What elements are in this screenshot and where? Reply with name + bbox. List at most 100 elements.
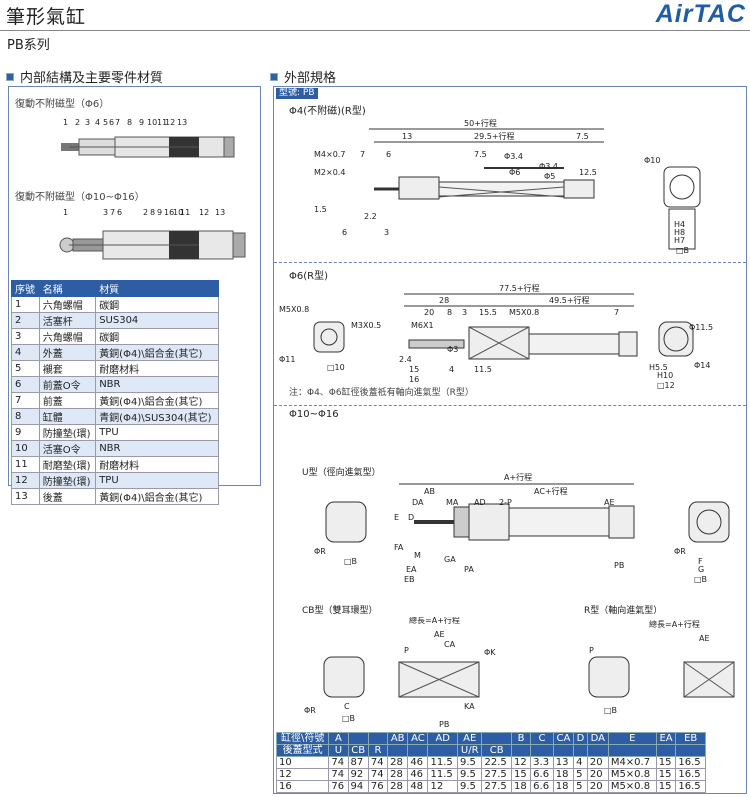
spec-cell: 3.3 bbox=[530, 756, 554, 769]
spec-header-cell: 後蓋型式 bbox=[275, 744, 330, 757]
dimension-label: ΦR bbox=[674, 547, 686, 556]
dimension-label: 12.5 bbox=[579, 168, 597, 177]
spec-cell: 10 bbox=[275, 756, 330, 769]
dimension-label: 9 bbox=[157, 208, 162, 217]
spec-header-cell: CB bbox=[347, 744, 369, 757]
spec-cell: 27.5 bbox=[481, 768, 512, 781]
dimension-label: A+行程 bbox=[504, 472, 532, 482]
spec-header-cell bbox=[510, 744, 532, 757]
parts-cell: SUS304 bbox=[95, 312, 219, 329]
page-title: 筆形氣缸 bbox=[6, 6, 87, 28]
dimension-label: 7 bbox=[110, 208, 115, 217]
spec-header-cell: AC bbox=[407, 732, 429, 745]
spec-cell: 9.5 bbox=[456, 780, 483, 793]
dimension-label: F bbox=[698, 557, 703, 566]
dimension-label: M2×0.4 bbox=[314, 168, 345, 177]
section-bullet-icon bbox=[6, 72, 14, 81]
dimension-label: 12 bbox=[199, 208, 209, 217]
parts-cell: 活塞O令 bbox=[38, 440, 97, 457]
r-type-label: R型（軸向進氣型） bbox=[584, 606, 663, 616]
parts-cell: 耐磨材料 bbox=[95, 360, 219, 377]
spec-header-cell: B bbox=[510, 732, 532, 745]
spec-cell: 74 bbox=[367, 756, 389, 769]
spec-cell: 92 bbox=[347, 768, 369, 781]
parts-cell: 碳鋼 bbox=[95, 328, 219, 345]
spec-cell: 46 bbox=[407, 756, 429, 769]
dimension-label: EA bbox=[406, 565, 417, 574]
parts-header-cell: 材質 bbox=[95, 280, 219, 297]
dimension-label: AE bbox=[604, 498, 615, 507]
dimension-label: M bbox=[414, 551, 421, 560]
dimension-label: Φ5 bbox=[544, 172, 555, 181]
dimension-label: Φ3 bbox=[447, 345, 458, 354]
parts-cell: 六角螺帽 bbox=[38, 328, 97, 345]
spec-header-cell: EB bbox=[675, 732, 706, 745]
dimension-label: AE bbox=[699, 634, 710, 643]
spec-cell: 22.5 bbox=[481, 756, 512, 769]
dimension-label: 13 bbox=[177, 118, 187, 127]
dimension-label: H5.5 bbox=[649, 363, 668, 372]
dimension-label: 10 bbox=[147, 118, 157, 127]
dimension-label: C bbox=[344, 702, 350, 711]
spec-header-cell bbox=[552, 744, 575, 757]
spec-header-cell bbox=[573, 744, 588, 757]
spec-header-cell bbox=[367, 732, 389, 745]
spec-header-cell: CA bbox=[552, 732, 575, 745]
spec-cell: 6.6 bbox=[530, 780, 554, 793]
divider bbox=[274, 262, 746, 263]
dimension-label: H8 bbox=[674, 228, 685, 237]
dimension-label: 11 bbox=[157, 118, 167, 127]
dimension-label: CA bbox=[444, 640, 456, 649]
spec-header-cell: AE bbox=[456, 732, 483, 745]
dimension-label: ΦR bbox=[304, 706, 316, 715]
dimension-label: H7 bbox=[674, 236, 685, 245]
dimension-label: □B bbox=[344, 557, 357, 566]
spec-header-cell: A bbox=[328, 732, 349, 745]
dimension-label: 77.5+行程 bbox=[499, 283, 540, 293]
series-label: PB系列 bbox=[7, 38, 50, 53]
dimension-label: 3 bbox=[103, 208, 108, 217]
spec-cell: 15 bbox=[655, 756, 677, 769]
parts-cell: 5 bbox=[11, 360, 40, 377]
dimension-label: □B bbox=[604, 706, 617, 715]
header-divider bbox=[0, 30, 750, 31]
parts-cell: TPU bbox=[95, 424, 219, 441]
spec-cell: 16 bbox=[275, 780, 330, 793]
spec-header-cell: R bbox=[367, 744, 389, 757]
dimension-label: 8 bbox=[447, 308, 452, 317]
spec-cell: 9.5 bbox=[456, 756, 483, 769]
spec-cell: 5 bbox=[573, 780, 588, 793]
parts-cell: 10 bbox=[11, 440, 40, 457]
dimension-label: 28 bbox=[439, 296, 449, 305]
spec-cell: 6.6 bbox=[530, 768, 554, 781]
spec-header-cell: E bbox=[607, 732, 657, 745]
dimension-label: □12 bbox=[657, 381, 675, 390]
dimension-label: M6X1 bbox=[411, 321, 434, 330]
dimension-label: KA bbox=[464, 702, 475, 711]
dimension-label: 50+行程 bbox=[464, 118, 497, 128]
spec-cell: 46 bbox=[407, 768, 429, 781]
spec-header-cell: AD bbox=[427, 732, 458, 745]
external-spec-heading: 外部規格 bbox=[270, 67, 336, 86]
parts-header-cell: 序號 bbox=[11, 280, 40, 297]
spec-cell: M5×0.8 bbox=[607, 768, 657, 781]
dimension-label: Φ11 bbox=[279, 355, 295, 364]
dimension-label: 11 bbox=[180, 208, 190, 217]
parts-cell: 9 bbox=[11, 424, 40, 441]
dimension-label: Φ14 bbox=[694, 361, 710, 370]
dimension-label: 13 bbox=[402, 132, 412, 141]
spec-header-cell: U bbox=[328, 744, 349, 757]
parts-cell: 4 bbox=[11, 344, 40, 361]
spec-cell: 9.5 bbox=[456, 768, 483, 781]
phi6-note: 注：Φ4、Φ6缸徑後蓋祗有軸向進氣型（R型） bbox=[289, 388, 474, 398]
dimension-label: 13 bbox=[215, 208, 225, 217]
